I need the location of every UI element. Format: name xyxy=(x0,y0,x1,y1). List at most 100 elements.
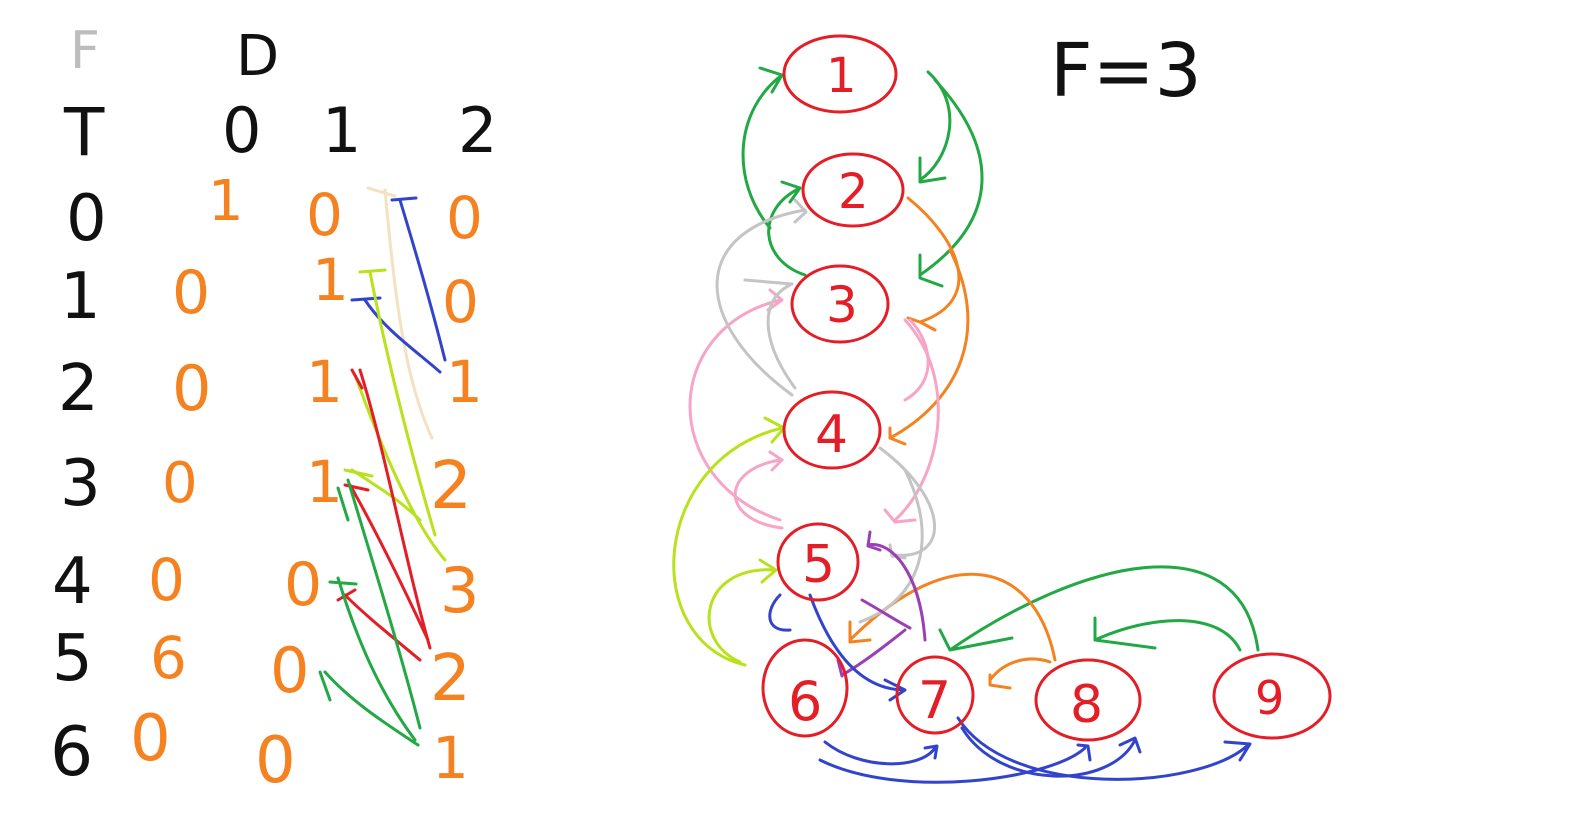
cell-6-0: 0 xyxy=(130,702,171,776)
row-label-5: 5 xyxy=(52,622,93,696)
edge-blue-5-6 xyxy=(768,593,792,632)
formula-label: F=3 xyxy=(1050,28,1202,114)
cell-6-2: 1 xyxy=(432,724,469,792)
edge-green-3-2 xyxy=(767,180,807,277)
graph-nodes: 1 2 3 4 5 6 7 xyxy=(761,34,1332,742)
cell-2-0: 0 xyxy=(172,352,211,425)
edge-blue-6-8 xyxy=(818,743,1092,784)
lime-arrow-3 xyxy=(343,468,422,522)
edge-purple-7-5 xyxy=(866,530,927,642)
edge-blue-6-7 xyxy=(823,740,939,766)
t-header: T xyxy=(63,94,105,171)
cell-1-2: 0 xyxy=(442,268,479,336)
corner-f-label: F xyxy=(70,21,100,81)
node-6: 6 xyxy=(761,638,849,738)
cell-5-1: 0 xyxy=(270,634,309,707)
node-7-ring xyxy=(895,655,975,735)
cell-2-2: 1 xyxy=(446,348,483,416)
edge-lime-6-5 xyxy=(707,558,778,664)
row-label-4: 4 xyxy=(52,545,93,619)
cell-3-2: 2 xyxy=(430,447,472,524)
column-headers: 0 1 2 xyxy=(222,94,497,167)
node-3: 3 xyxy=(790,264,890,344)
edge-silver-4-3 xyxy=(743,278,797,390)
d-header: D xyxy=(236,24,279,89)
edge-green-9-7 xyxy=(938,565,1260,652)
node-5-ring xyxy=(776,522,860,602)
edge-green-9-8 xyxy=(1093,616,1242,652)
node-8-label: 8 xyxy=(1070,675,1103,735)
dp-table: F D T 0 1 2 0 1 2 3 4 5 6 1 0 0 0 1 0 0 xyxy=(50,21,497,798)
edge-purple-5-6 xyxy=(836,628,907,678)
graph-edges xyxy=(672,66,1260,784)
node-2: 2 xyxy=(801,152,905,228)
node-7-label: 7 xyxy=(918,671,951,731)
node-3-ring xyxy=(790,264,890,344)
cell-0-0: 1 xyxy=(208,169,244,234)
table-cells: 1 0 0 0 1 0 0 1 1 0 1 2 0 0 3 6 0 2 0 0 xyxy=(130,169,483,798)
edge-blue-7-8 xyxy=(960,726,1142,778)
node-9-label: 9 xyxy=(1255,671,1284,725)
cell-5-0: 6 xyxy=(150,624,187,692)
beige-arrow xyxy=(366,186,434,440)
cell-3-0: 0 xyxy=(162,451,198,516)
cell-6-1: 0 xyxy=(255,724,296,798)
row-label-2: 2 xyxy=(58,352,99,426)
edge-blue-5-7 xyxy=(808,593,907,702)
edge-green-1-2 xyxy=(918,70,952,184)
edge-orange-2-4 xyxy=(888,248,970,446)
node-4-label: 4 xyxy=(815,405,848,465)
node-5-label: 5 xyxy=(802,535,835,595)
blue-arrow-1 xyxy=(390,196,447,362)
edge-silver-4-5 xyxy=(878,446,937,560)
edge-green-3-1 xyxy=(741,66,784,230)
edge-silver-4-2 xyxy=(715,198,808,397)
row-label-6: 6 xyxy=(50,713,93,792)
green-arrow-2 xyxy=(328,576,417,742)
red-arrow-3 xyxy=(336,588,422,662)
edge-orange-8-7 xyxy=(988,657,1052,690)
row-labels: 0 1 2 3 4 5 6 xyxy=(50,182,107,792)
cell-2-1: 1 xyxy=(306,348,343,416)
cell-4-1: 0 xyxy=(284,550,322,620)
lime-arrow-1 xyxy=(358,268,437,537)
edge-blue-7-9 xyxy=(956,716,1252,781)
node-1: 1 xyxy=(782,34,898,114)
col-header-1: 1 xyxy=(322,94,361,167)
node-1-ring xyxy=(782,34,898,114)
node-9-ring xyxy=(1212,652,1332,740)
edge-lime-6-4 xyxy=(672,416,786,667)
row-label-0: 0 xyxy=(66,182,107,256)
row-label-1: 1 xyxy=(60,260,101,334)
node-1-label: 1 xyxy=(826,48,857,104)
cell-4-0: 0 xyxy=(148,546,185,614)
node-8: 8 xyxy=(1034,658,1142,742)
cell-0-2: 0 xyxy=(446,184,483,252)
node-2-ring xyxy=(801,152,905,228)
cell-1-1: 1 xyxy=(312,246,349,314)
cell-5-2: 2 xyxy=(430,642,471,716)
cell-1-0: 0 xyxy=(172,258,210,328)
node-5: 5 xyxy=(776,522,860,602)
row-label-3: 3 xyxy=(60,447,101,521)
green-arrow-1 xyxy=(336,478,422,730)
node-6-ring xyxy=(761,638,849,738)
blue-arrow-2 xyxy=(350,296,442,374)
graph: 1 2 3 4 5 6 7 xyxy=(672,34,1332,784)
edge-purple-6-7 xyxy=(860,598,912,630)
edge-pink-5-4 xyxy=(733,450,784,530)
edge-pink-5-3 xyxy=(688,288,784,522)
table-arrows xyxy=(318,186,447,747)
edge-pink-4-3 xyxy=(903,318,930,402)
red-arrow-1 xyxy=(350,368,432,650)
node-7: 7 xyxy=(895,655,975,735)
lime-arrow-2 xyxy=(353,373,447,562)
node-6-label: 6 xyxy=(788,670,822,733)
node-3-label: 3 xyxy=(826,276,858,334)
edge-green-1-3 xyxy=(918,78,984,288)
node-9: 9 xyxy=(1212,652,1332,740)
col-header-0: 0 xyxy=(222,94,261,167)
node-4-ring xyxy=(782,390,882,470)
cell-3-1: 1 xyxy=(306,448,343,516)
